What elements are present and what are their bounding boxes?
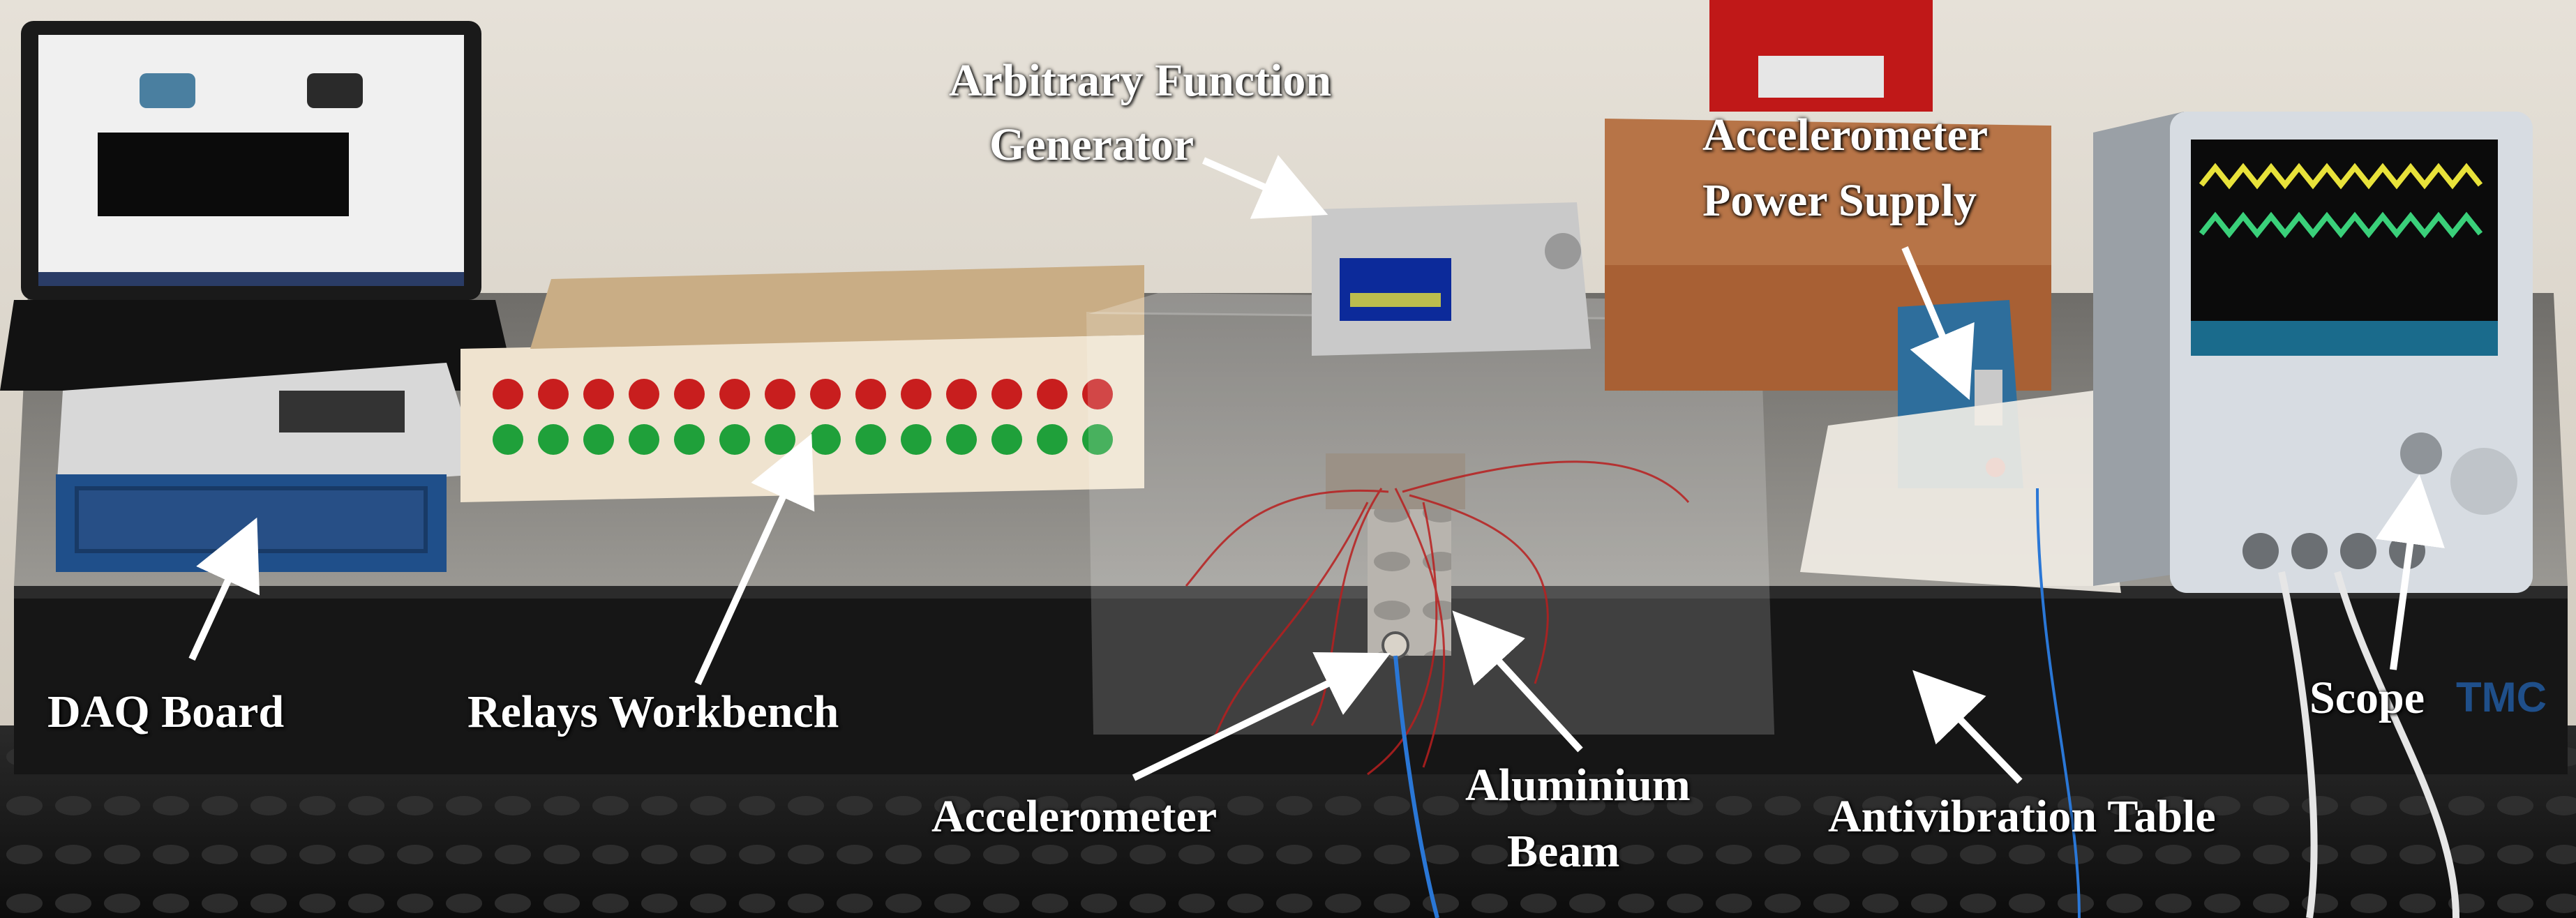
accelerometer: [1381, 631, 1409, 659]
relay-red-lamp: [493, 379, 523, 409]
fire-extinguisher: [1709, 0, 1933, 112]
arrow-antivibration-table: [1912, 670, 2023, 784]
scope-wave-yellow: [2199, 163, 2483, 190]
label-function-generator-line1: Arbitrary Function: [949, 55, 1332, 106]
relay-red-lamp: [1037, 379, 1068, 409]
function-generator: [1312, 202, 1591, 356]
label-function-generator-line2: Generator: [989, 119, 1195, 170]
scope-wave-green: [2199, 211, 2483, 239]
label-daq-board: DAQ Board: [47, 686, 285, 737]
arrow-function-generator: [1201, 155, 1328, 219]
relay-red-lamp: [901, 379, 931, 409]
relay-red-lamp: [855, 379, 886, 409]
label-antivibration-table: Antivibration Table: [1828, 791, 2216, 842]
label-aluminium-beam-line2: Beam: [1507, 826, 1620, 877]
relay-red-lamp: [629, 379, 659, 409]
aluminium-beam: [1326, 453, 1465, 656]
label-relays-workbench: Relays Workbench: [467, 686, 839, 737]
arrow-relays: [694, 433, 815, 686]
daq-board: [56, 363, 481, 572]
relay-green-lamp: [493, 424, 523, 455]
relay-green-lamp: [538, 424, 569, 455]
relay-red-lamp: [538, 379, 569, 409]
relay-green-lamp: [855, 424, 886, 455]
label-accelerometer: Accelerometer: [931, 791, 1218, 842]
relay-green-lamp: [1082, 424, 1113, 455]
relay-green-lamp: [1037, 424, 1068, 455]
relay-red-lamp: [719, 379, 750, 409]
arrow-scope: [2375, 474, 2445, 670]
relay-red-lamp: [583, 379, 614, 409]
arrow-accelerometer: [1132, 652, 1391, 781]
relay-red-lamp: [810, 379, 841, 409]
label-aluminium-beam-line1: Aluminium: [1465, 760, 1691, 811]
wires: [1185, 460, 1690, 776]
oscilloscope: [2093, 112, 2533, 593]
arrow-daq: [188, 517, 260, 661]
relay-green-lamp: [765, 424, 795, 455]
arrow-power-supply: [1901, 246, 1975, 400]
relay-red-lamp: [1082, 379, 1113, 409]
relay-green-lamp: [810, 424, 841, 455]
table-logo: TMC: [2456, 674, 2547, 721]
relay-red-lamp: [765, 379, 795, 409]
relay-green-lamp: [629, 424, 659, 455]
relay-green-lamp: [946, 424, 977, 455]
relay-red-lamp: [991, 379, 1022, 409]
antivibration-table-front: [14, 586, 2568, 774]
relay-red-lamp: [674, 379, 705, 409]
label-accelerometer-power-supply-line1: Accelerometer: [1702, 110, 1989, 160]
relay-green-lamp: [674, 424, 705, 455]
relay-green-lamp: [583, 424, 614, 455]
relay-green-lamp: [901, 424, 931, 455]
relay-green-lamp: [719, 424, 750, 455]
relay-green-lamp: [991, 424, 1022, 455]
arrow-aluminium-beam: [1452, 610, 1583, 753]
label-accelerometer-power-supply-line2: Power Supply: [1702, 175, 1977, 226]
relay-red-lamp: [946, 379, 977, 409]
callout-arrows: [188, 155, 2445, 784]
laptop: [0, 21, 516, 391]
relays-workbench: [460, 265, 1144, 502]
label-scope: Scope: [2309, 672, 2425, 723]
papers: [1800, 391, 2121, 593]
